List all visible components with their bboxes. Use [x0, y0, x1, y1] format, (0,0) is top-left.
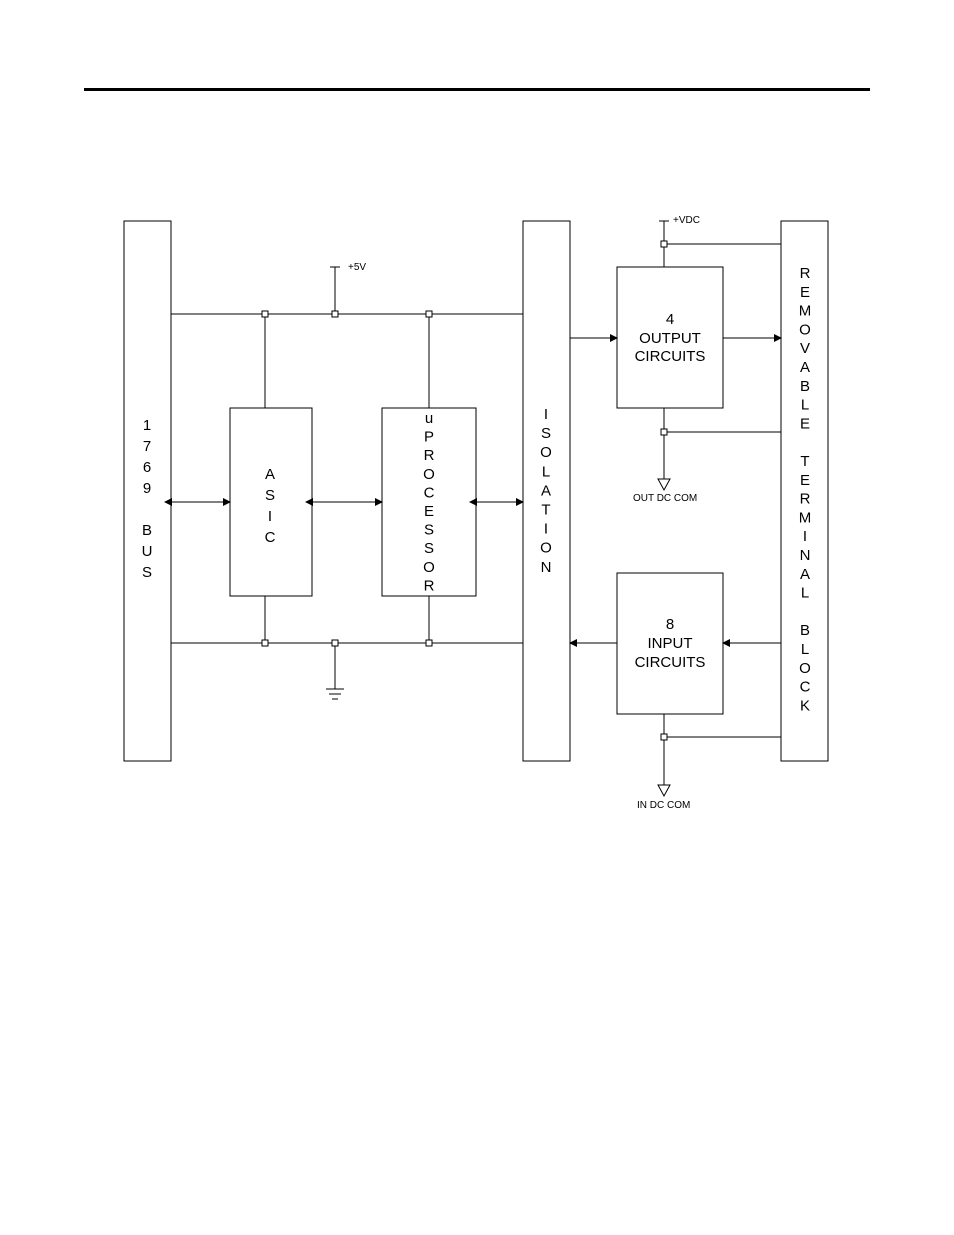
label-letter: O: [799, 321, 811, 338]
label-letter: O: [799, 660, 811, 677]
label-letter: 7: [143, 438, 151, 455]
label-letter: T: [800, 453, 809, 470]
label-letter: S: [424, 522, 434, 539]
in-dc-com-label: IN DC COM: [637, 800, 690, 811]
label-letter: L: [801, 397, 809, 414]
output-circuits-line: OUTPUT: [639, 330, 701, 347]
label-letter: C: [265, 529, 276, 546]
junction-node: [262, 640, 268, 646]
junction-node: [332, 640, 338, 646]
label-letter: L: [801, 585, 809, 602]
input-circuits-line: CIRCUITS: [635, 654, 706, 671]
label-letter: T: [541, 502, 550, 519]
out-dc-com-ground-icon: [658, 479, 670, 490]
label-letter: S: [265, 487, 275, 504]
label-letter: L: [542, 463, 550, 480]
label-letter: M: [799, 509, 812, 526]
junction-node: [332, 311, 338, 317]
label-letter: E: [800, 284, 810, 301]
label-letter: 6: [143, 459, 151, 476]
output-circuits-line: 4: [666, 311, 674, 328]
junction-node: [661, 734, 667, 740]
label-letter: A: [800, 359, 810, 376]
label-letter: I: [544, 406, 548, 423]
label-letter: C: [424, 484, 435, 501]
label-letter: E: [800, 472, 810, 489]
label-letter: U: [142, 543, 153, 560]
out-dc-com-label: OUT DC COM: [633, 493, 697, 504]
label-letter: A: [265, 466, 275, 483]
label-letter: M: [799, 303, 812, 320]
junction-node: [661, 241, 667, 247]
junction-node: [426, 311, 432, 317]
label-letter: R: [424, 577, 435, 594]
junction-node: [661, 429, 667, 435]
label-letter: E: [424, 503, 434, 520]
label-letter: I: [544, 521, 548, 538]
label-letter: N: [541, 559, 552, 576]
label-letter: K: [800, 697, 810, 714]
junction-node: [262, 311, 268, 317]
label-letter: A: [541, 482, 551, 499]
plus-vdc-label: +VDC: [673, 215, 700, 226]
label-letter: B: [800, 378, 810, 395]
label-letter: B: [142, 522, 152, 539]
junction-node: [426, 640, 432, 646]
label-letter: E: [800, 415, 810, 432]
label-letter: N: [800, 547, 811, 564]
ground-icon: [326, 689, 344, 699]
page-header-rule: [84, 88, 870, 91]
label-letter: R: [424, 447, 435, 464]
label-letter: S: [142, 564, 152, 581]
label-letter: O: [423, 559, 435, 576]
in-dc-com-ground-icon: [658, 785, 670, 796]
input-circuits-line: INPUT: [648, 635, 693, 652]
plus5v-label: +5V: [348, 262, 366, 273]
label-letter: P: [424, 429, 434, 446]
label-letter: L: [801, 641, 809, 658]
label-letter: R: [800, 265, 811, 282]
input-circuits-line: 8: [666, 616, 674, 633]
label-letter: 1: [143, 417, 151, 434]
label-letter: I: [268, 508, 272, 525]
label-letter: S: [424, 540, 434, 557]
output-circuits-line: CIRCUITS: [635, 348, 706, 365]
label-letter: R: [800, 491, 811, 508]
label-letter: O: [540, 540, 552, 557]
label-letter: u: [425, 410, 433, 427]
label-letter: O: [540, 444, 552, 461]
label-letter: O: [423, 466, 435, 483]
label-letter: B: [800, 622, 810, 639]
label-letter: V: [800, 340, 810, 357]
label-letter: A: [800, 566, 810, 583]
label-letter: C: [800, 679, 811, 696]
label-letter: 9: [143, 480, 151, 497]
label-letter: I: [803, 528, 807, 545]
label-letter: S: [541, 425, 551, 442]
